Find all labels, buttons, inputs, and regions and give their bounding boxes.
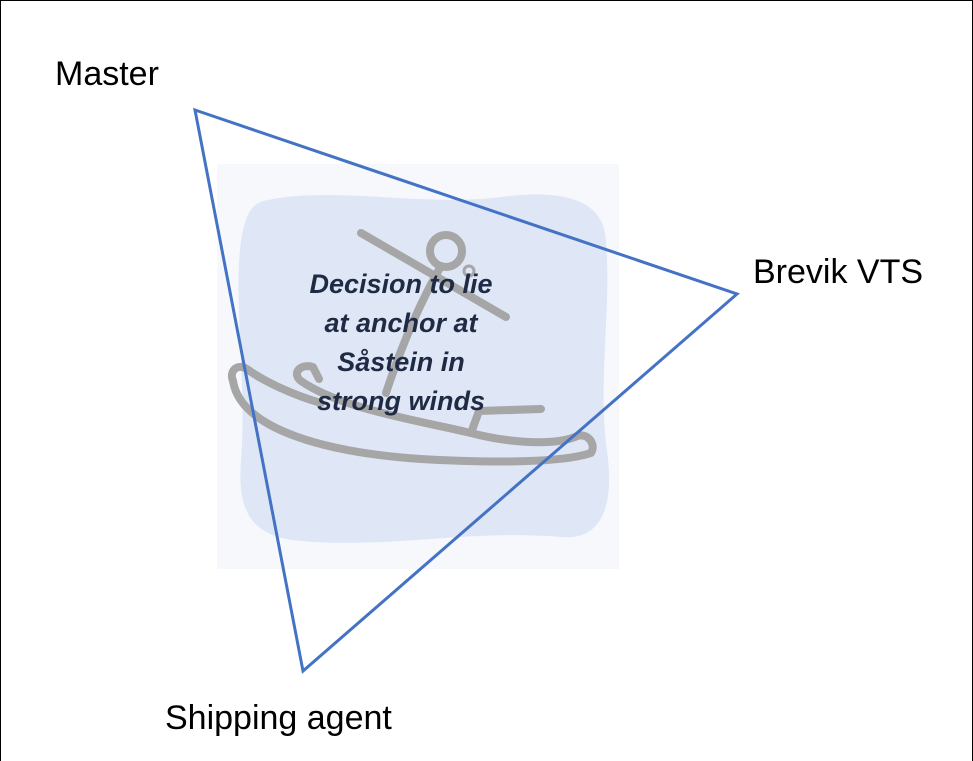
node-label-shipping-agent: Shipping agent: [165, 699, 392, 737]
node-label-master: Master: [55, 55, 159, 93]
picture-backdrop: [238, 194, 610, 543]
decision-text-line: Decision to lie: [309, 269, 493, 299]
anchor-icon: [228, 229, 597, 466]
decision-text: Decision to lie at anchor at Såstein in …: [271, 265, 531, 421]
decision-text-line: strong winds: [317, 386, 485, 416]
decision-text-line: at anchor at: [324, 308, 478, 338]
decision-text-line: Såstein in: [337, 347, 465, 377]
relationship-triangle: [193, 107, 740, 674]
node-label-brevik-vts: Brevik VTS: [753, 253, 924, 291]
